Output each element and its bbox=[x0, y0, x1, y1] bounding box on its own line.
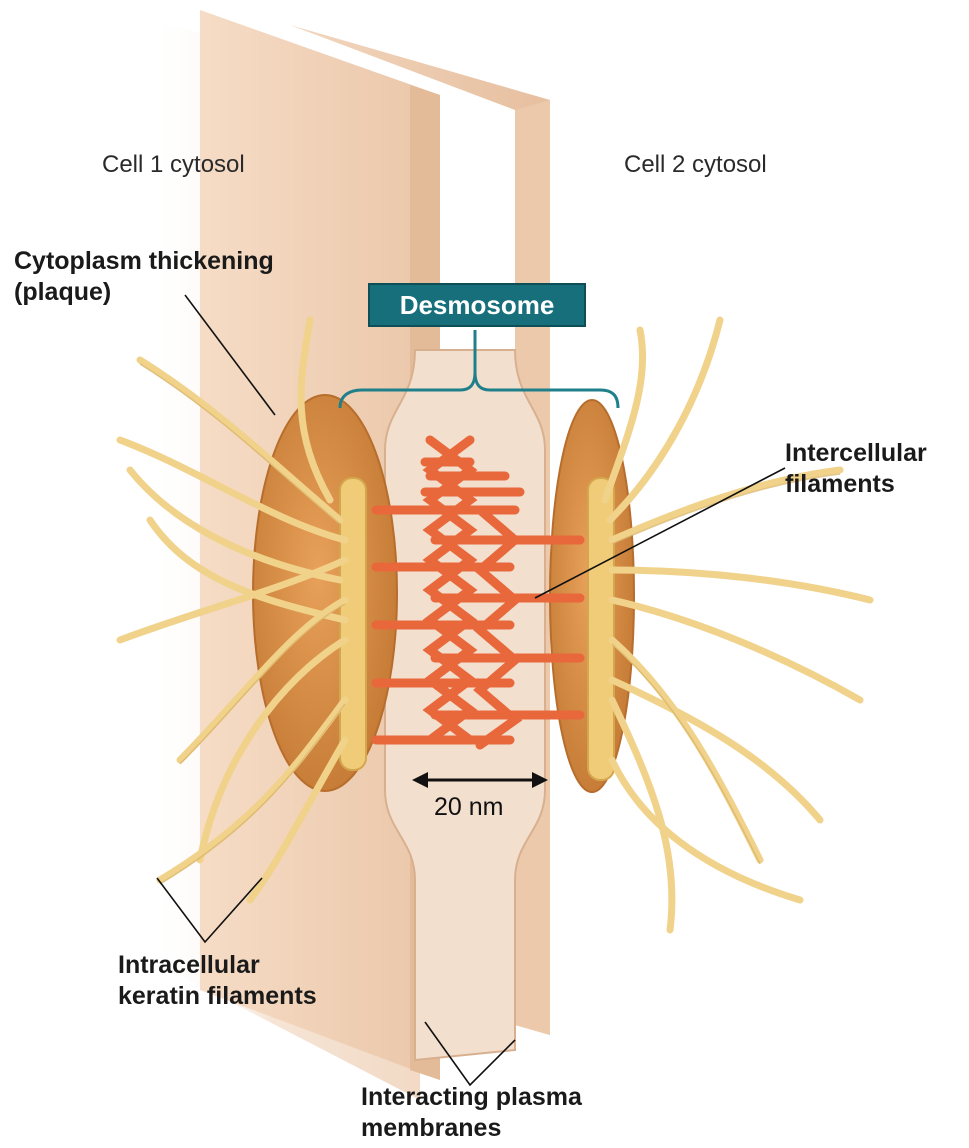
keratin-filaments-right bbox=[605, 320, 870, 930]
distance-label: 20 nm bbox=[434, 792, 503, 823]
plasma-membranes-label: Interacting plasma membranes bbox=[361, 1082, 582, 1143]
cell1-cytosol-label: Cell 1 cytosol bbox=[102, 150, 245, 179]
left-plaque-bar bbox=[340, 478, 366, 770]
plaque-label: Cytoplasm thickening (plaque) bbox=[14, 246, 274, 307]
desmosome-label: Desmosome bbox=[368, 283, 586, 327]
intercellular-filaments-label: Intercellular filaments bbox=[785, 438, 927, 499]
keratin-filaments-label: Intracellular keratin filaments bbox=[118, 950, 317, 1011]
cell2-cytosol-label: Cell 2 cytosol bbox=[624, 150, 767, 179]
